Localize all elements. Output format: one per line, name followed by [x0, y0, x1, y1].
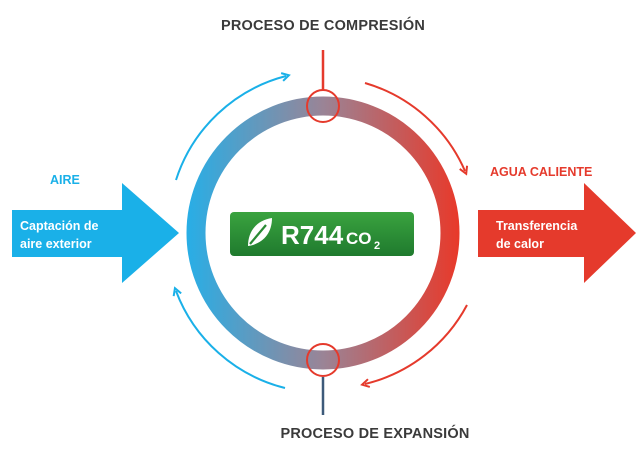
flow-arc-top-right [364, 82, 465, 171]
air-title: AIRE [50, 173, 80, 187]
hot-water-title: AGUA CALIENTE [490, 165, 592, 179]
flow-arc-top-left [175, 76, 286, 181]
flow-arc-bottom-right [365, 304, 468, 384]
compression-point [306, 89, 340, 123]
expansion-point [306, 343, 340, 377]
expansion-label: PROCESO DE EXPANSIÓN [280, 424, 469, 442]
compression-label: PROCESO DE COMPRESIÓN [221, 16, 425, 34]
badge-main-text: R744 [281, 220, 344, 250]
air-intake-arrow [12, 183, 179, 283]
heat-transfer-text-line1: Transferencia [496, 219, 578, 233]
air-intake-text-line1: Captación de [20, 219, 99, 233]
air-intake-text-line2: aire exterior [20, 237, 92, 251]
leaf-icon [248, 218, 272, 246]
heat-transfer-text-line2: de calor [496, 237, 544, 251]
badge-subscript: 2 [374, 240, 380, 252]
heat-transfer-arrow [478, 183, 636, 283]
refrigerant-badge: R744 CO 2 [230, 212, 414, 256]
cycle-ring [186, 96, 460, 370]
badge-co-text: CO [346, 229, 372, 248]
flow-arc-bottom-left [176, 291, 286, 389]
